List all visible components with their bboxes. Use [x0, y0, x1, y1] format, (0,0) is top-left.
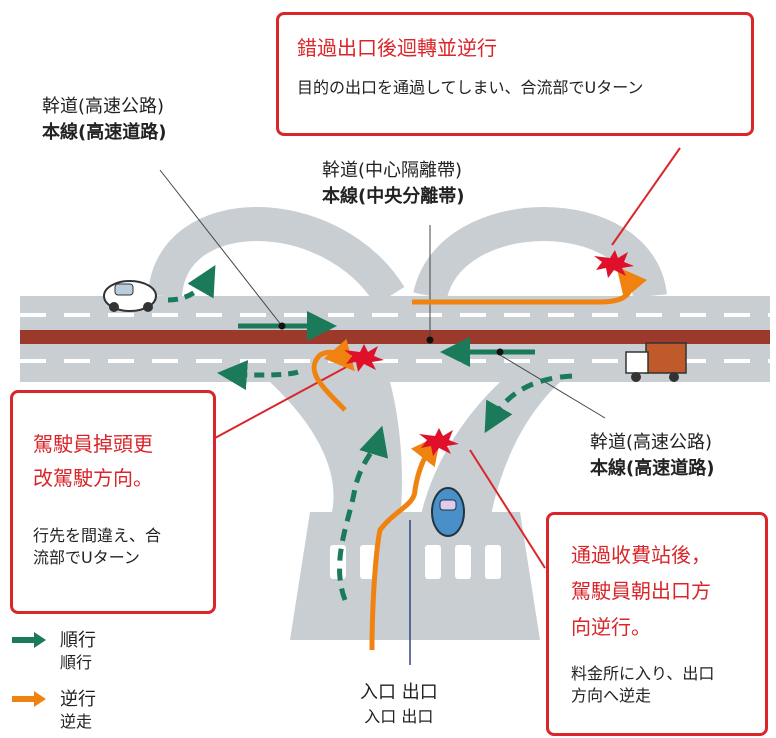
callout-toll-title-1: 通過收費站後，	[571, 543, 711, 567]
leader-lines	[159, 147, 681, 569]
callout-toll-wrong-way: 通過收費站後， 駕駛員朝出口方 向逆行。 料金所に入り、出口 方向へ逆走	[546, 512, 768, 736]
callout-u-turn-title-2: 改駕駛方向。	[33, 466, 153, 490]
legend-reverse-tw: 逆行	[60, 689, 96, 710]
callout-u-turn-title-1: 駕駛員掉頭更	[33, 432, 153, 456]
callout-u-turn: 駕駛員掉頭更 改駕駛方向。 行先を間違え、合 流部でUターン	[10, 390, 216, 614]
callout-toll-title-3: 向逆行。	[571, 615, 651, 639]
toll-ramps	[270, 382, 560, 640]
callout-toll-title-2: 駕駛員朝出口方	[571, 579, 711, 603]
median-tw: 幹道(中心隔離帶)	[322, 160, 463, 181]
callout-missed-exit-body: 目的の出口を通過してしまい、合流部でUターン	[297, 78, 644, 97]
truck-icon	[625, 342, 687, 382]
legend-arrows	[12, 632, 46, 707]
reverse-arrows	[311, 266, 648, 651]
median-label: 幹道(中心隔離帶) 本線(中央分離帯)	[322, 158, 464, 210]
legend-reverse: 逆行 逆走	[60, 685, 96, 733]
car-icon	[431, 487, 465, 537]
entrance-tw: 入口	[360, 682, 396, 703]
legend-reverse-jp: 逆走	[60, 712, 93, 731]
exit-jp: 出口	[401, 707, 434, 726]
mainline-right-label: 幹道(高速公路) 本線(高速道路)	[590, 430, 714, 482]
callout-missed-exit-title: 錯過出口後迴轉並逆行	[297, 36, 497, 60]
callout-missed-exit: 錯過出口後迴轉並逆行 目的の出口を通過してしまい、合流部でUターン	[276, 12, 754, 136]
callout-u-turn-body-1: 行先を間違え、合	[33, 526, 162, 545]
forward-arrows	[167, 264, 573, 601]
mainline-right-tw: 幹道(高速公路)	[590, 432, 713, 453]
entrance-exit-label: 入口 出口 入口 出口	[360, 680, 438, 728]
toll-booths	[330, 545, 501, 579]
main-highway	[20, 296, 770, 382]
mainline-left-jp: 本線(高速道路)	[42, 122, 167, 143]
car-icon	[103, 280, 157, 312]
entrance-jp: 入口	[364, 707, 397, 726]
loop-ramps	[148, 207, 667, 306]
legend-forward: 順行 順行	[60, 626, 96, 674]
mainline-left-label: 幹道(高速公路) 本線(高速道路)	[42, 94, 166, 146]
legend-forward-tw: 順行	[60, 630, 96, 651]
callout-toll-body-1: 料金所に入り、出口	[571, 664, 715, 683]
callout-u-turn-body-2: 流部でUターン	[33, 548, 140, 567]
exit-tw: 出口	[401, 682, 438, 703]
mainline-left-tw: 幹道(高速公路)	[42, 96, 165, 117]
crash-icon	[344, 250, 634, 456]
median-jp: 本線(中央分離帯)	[322, 186, 465, 207]
callout-toll-body-2: 方向へ逆走	[571, 686, 652, 705]
legend-forward-jp: 順行	[60, 653, 93, 672]
mainline-right-jp: 本線(高速道路)	[590, 458, 715, 479]
